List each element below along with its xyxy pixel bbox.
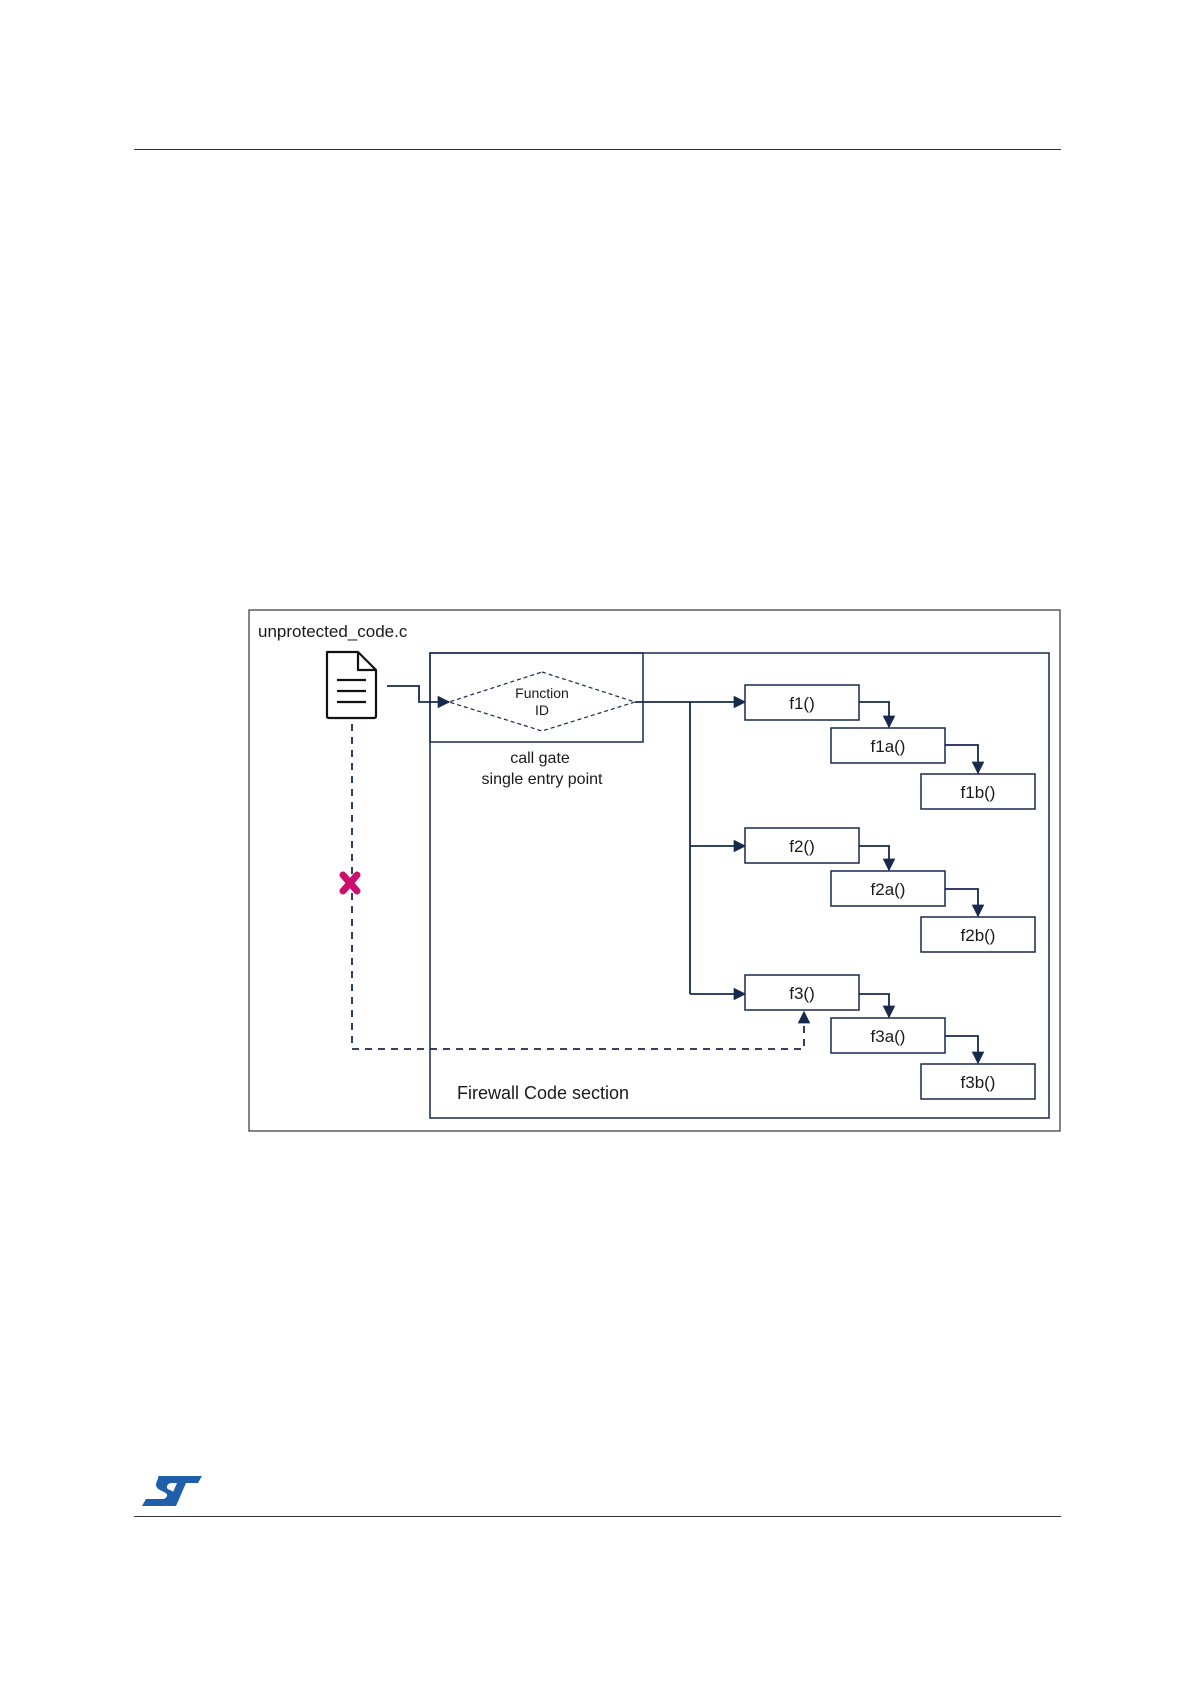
gate-dispatch-line <box>635 702 690 994</box>
f2a-label: f2a() <box>871 880 906 899</box>
function-group-f2: f2() f2a() f2b() <box>745 828 1035 952</box>
f1b-label: f1b() <box>961 783 996 802</box>
firewall-code-section-label: Firewall Code section <box>457 1083 629 1103</box>
f2-to-f2a-arrow <box>859 846 889 870</box>
f3a-label: f3a() <box>871 1027 906 1046</box>
f1a-to-f1b-arrow <box>945 745 978 773</box>
function-group-f1: f1() f1a() f1b() <box>745 685 1035 809</box>
f2-label: f2() <box>789 837 815 856</box>
function-id-label: Function <box>515 685 569 701</box>
f1-to-f1a-arrow <box>859 702 889 727</box>
st-logo <box>142 1474 204 1508</box>
call-gate-entry-arrow <box>387 686 449 702</box>
f1-label: f1() <box>789 694 815 713</box>
single-entry-point-caption: single entry point <box>482 771 604 788</box>
f2a-to-f2b-arrow <box>945 889 978 916</box>
function-group-f3: f3() f3a() f3b() <box>745 975 1035 1099</box>
f2b-label: f2b() <box>961 926 996 945</box>
f3-to-f3a-arrow <box>859 994 889 1017</box>
document-icon <box>327 652 376 718</box>
call-gate-caption: call gate <box>510 750 570 767</box>
f3-label: f3() <box>789 984 815 1003</box>
unprotected-code-label: unprotected_code.c <box>258 622 408 641</box>
function-id-label-line2: ID <box>535 702 549 718</box>
blocked-cross-icon <box>343 875 357 891</box>
f1a-label: f1a() <box>871 737 906 756</box>
f3a-to-f3b-arrow <box>945 1036 978 1063</box>
f3b-label: f3b() <box>961 1073 996 1092</box>
